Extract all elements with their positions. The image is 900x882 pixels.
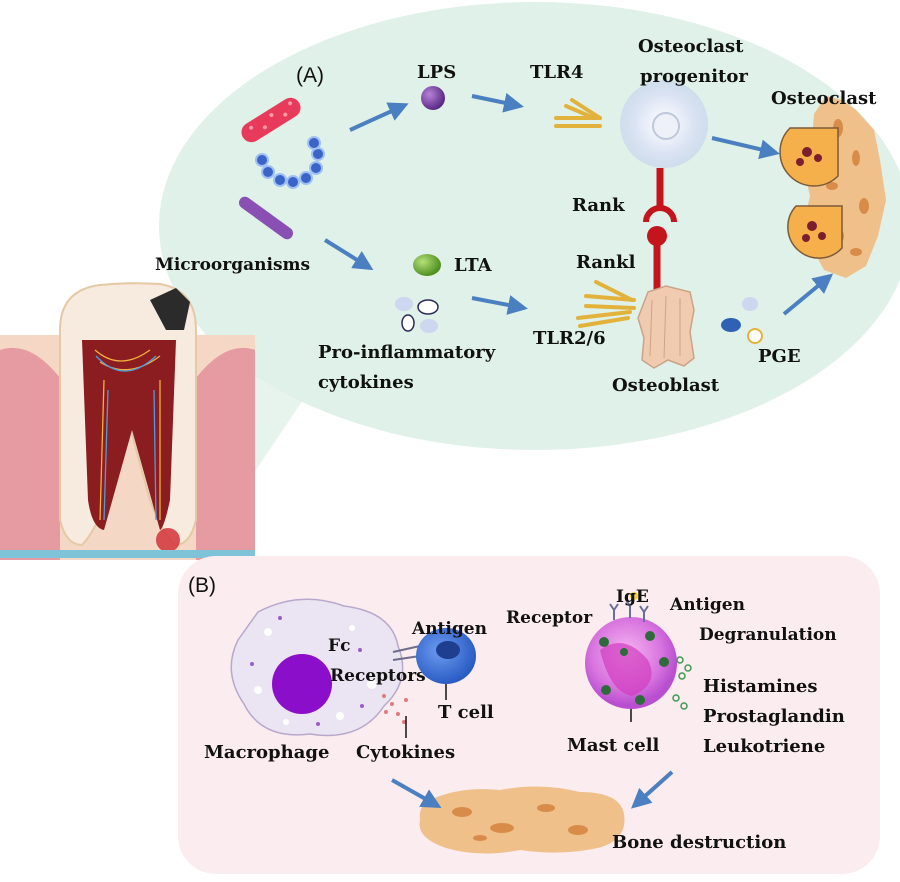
tlr4-label: TLR4	[530, 62, 584, 83]
osteoblast-label: Osteoblast	[612, 375, 720, 396]
tlr26-label: TLR2/6	[533, 328, 606, 349]
t-cell-label: T cell	[438, 702, 494, 723]
osteoclast-label: Osteoclast	[771, 88, 877, 109]
rank-rankl-link	[643, 168, 677, 290]
panel-a-background	[159, 2, 900, 450]
lps-label: LPS	[417, 62, 456, 83]
panel-b-arrows	[391, 770, 674, 809]
tlr26-receptor-icon	[576, 280, 636, 328]
receptor-label: Receptor	[506, 608, 593, 628]
osteoclast-progenitor-label-line2: progenitor	[640, 66, 748, 87]
antigen-right-label: Antigen	[669, 595, 745, 615]
panel-b-label: (B)	[188, 574, 216, 597]
antigen-left-label: Antigen	[411, 619, 487, 639]
osteoclast-progenitor-label-line1: Osteoclast	[638, 36, 744, 57]
rod-bacterium-icon	[241, 97, 301, 143]
pge-label: PGE	[758, 346, 801, 367]
receptors-label: Receptors	[330, 666, 426, 686]
ige-receptor-icon	[609, 599, 649, 622]
cytokines-label: Cytokines	[356, 742, 455, 763]
lta-icon	[413, 254, 441, 276]
ige-label: IgE	[616, 587, 649, 607]
degranulation-icon	[672, 656, 692, 710]
antigen-icon	[630, 592, 638, 600]
lps-icon	[421, 86, 445, 110]
macrophage-label: Macrophage	[204, 742, 329, 763]
panel-b: (B) Macrophage Fc Receptors Antigen T ce…	[178, 556, 880, 874]
macrophage-nucleus	[272, 654, 332, 714]
progenitor-nucleus	[652, 112, 680, 140]
lta-label: LTA	[454, 255, 493, 276]
cavity-lesion	[150, 288, 190, 330]
panel-a-arrows	[323, 92, 834, 316]
cytokine-blobs-icon	[395, 297, 439, 333]
microorganisms-label: Microorganisms	[155, 255, 310, 275]
osteoclast-cell-lower	[787, 205, 843, 259]
periapical-lesion	[156, 528, 180, 552]
osteoclast-cell-upper	[779, 127, 839, 187]
rankl-label: Rankl	[576, 252, 636, 273]
pro-inflammatory-label-line2: cytokines	[318, 372, 414, 393]
degranulation-label: Degranulation	[699, 625, 837, 645]
histamines-label: Histamines	[703, 676, 818, 697]
pge-icon	[721, 297, 763, 344]
panel-a: (A) Microorganisms LPS LTA P	[155, 2, 900, 538]
bone-destruction-label: Bone destruction	[612, 832, 786, 853]
rank-label: Rank	[572, 195, 625, 216]
tlr4-receptor-icon	[554, 98, 602, 128]
cocci-chain-icon	[255, 136, 325, 189]
tooth-illustration	[0, 282, 255, 560]
bone-destruction-tissue	[419, 786, 625, 854]
cytokines-icon	[382, 694, 408, 724]
prostaglandin-label: Prostaglandin	[703, 706, 845, 727]
mast-cell-label: Mast cell	[567, 735, 660, 756]
panel-a-label: (A)	[296, 64, 324, 87]
pro-inflammatory-label-line1: Pro-inflammatory	[318, 342, 496, 363]
bacillus-icon	[238, 196, 294, 240]
fc-label: Fc	[328, 636, 350, 656]
leukotriene-label: Leukotriene	[703, 736, 825, 757]
fc-receptor-icon	[392, 645, 421, 661]
